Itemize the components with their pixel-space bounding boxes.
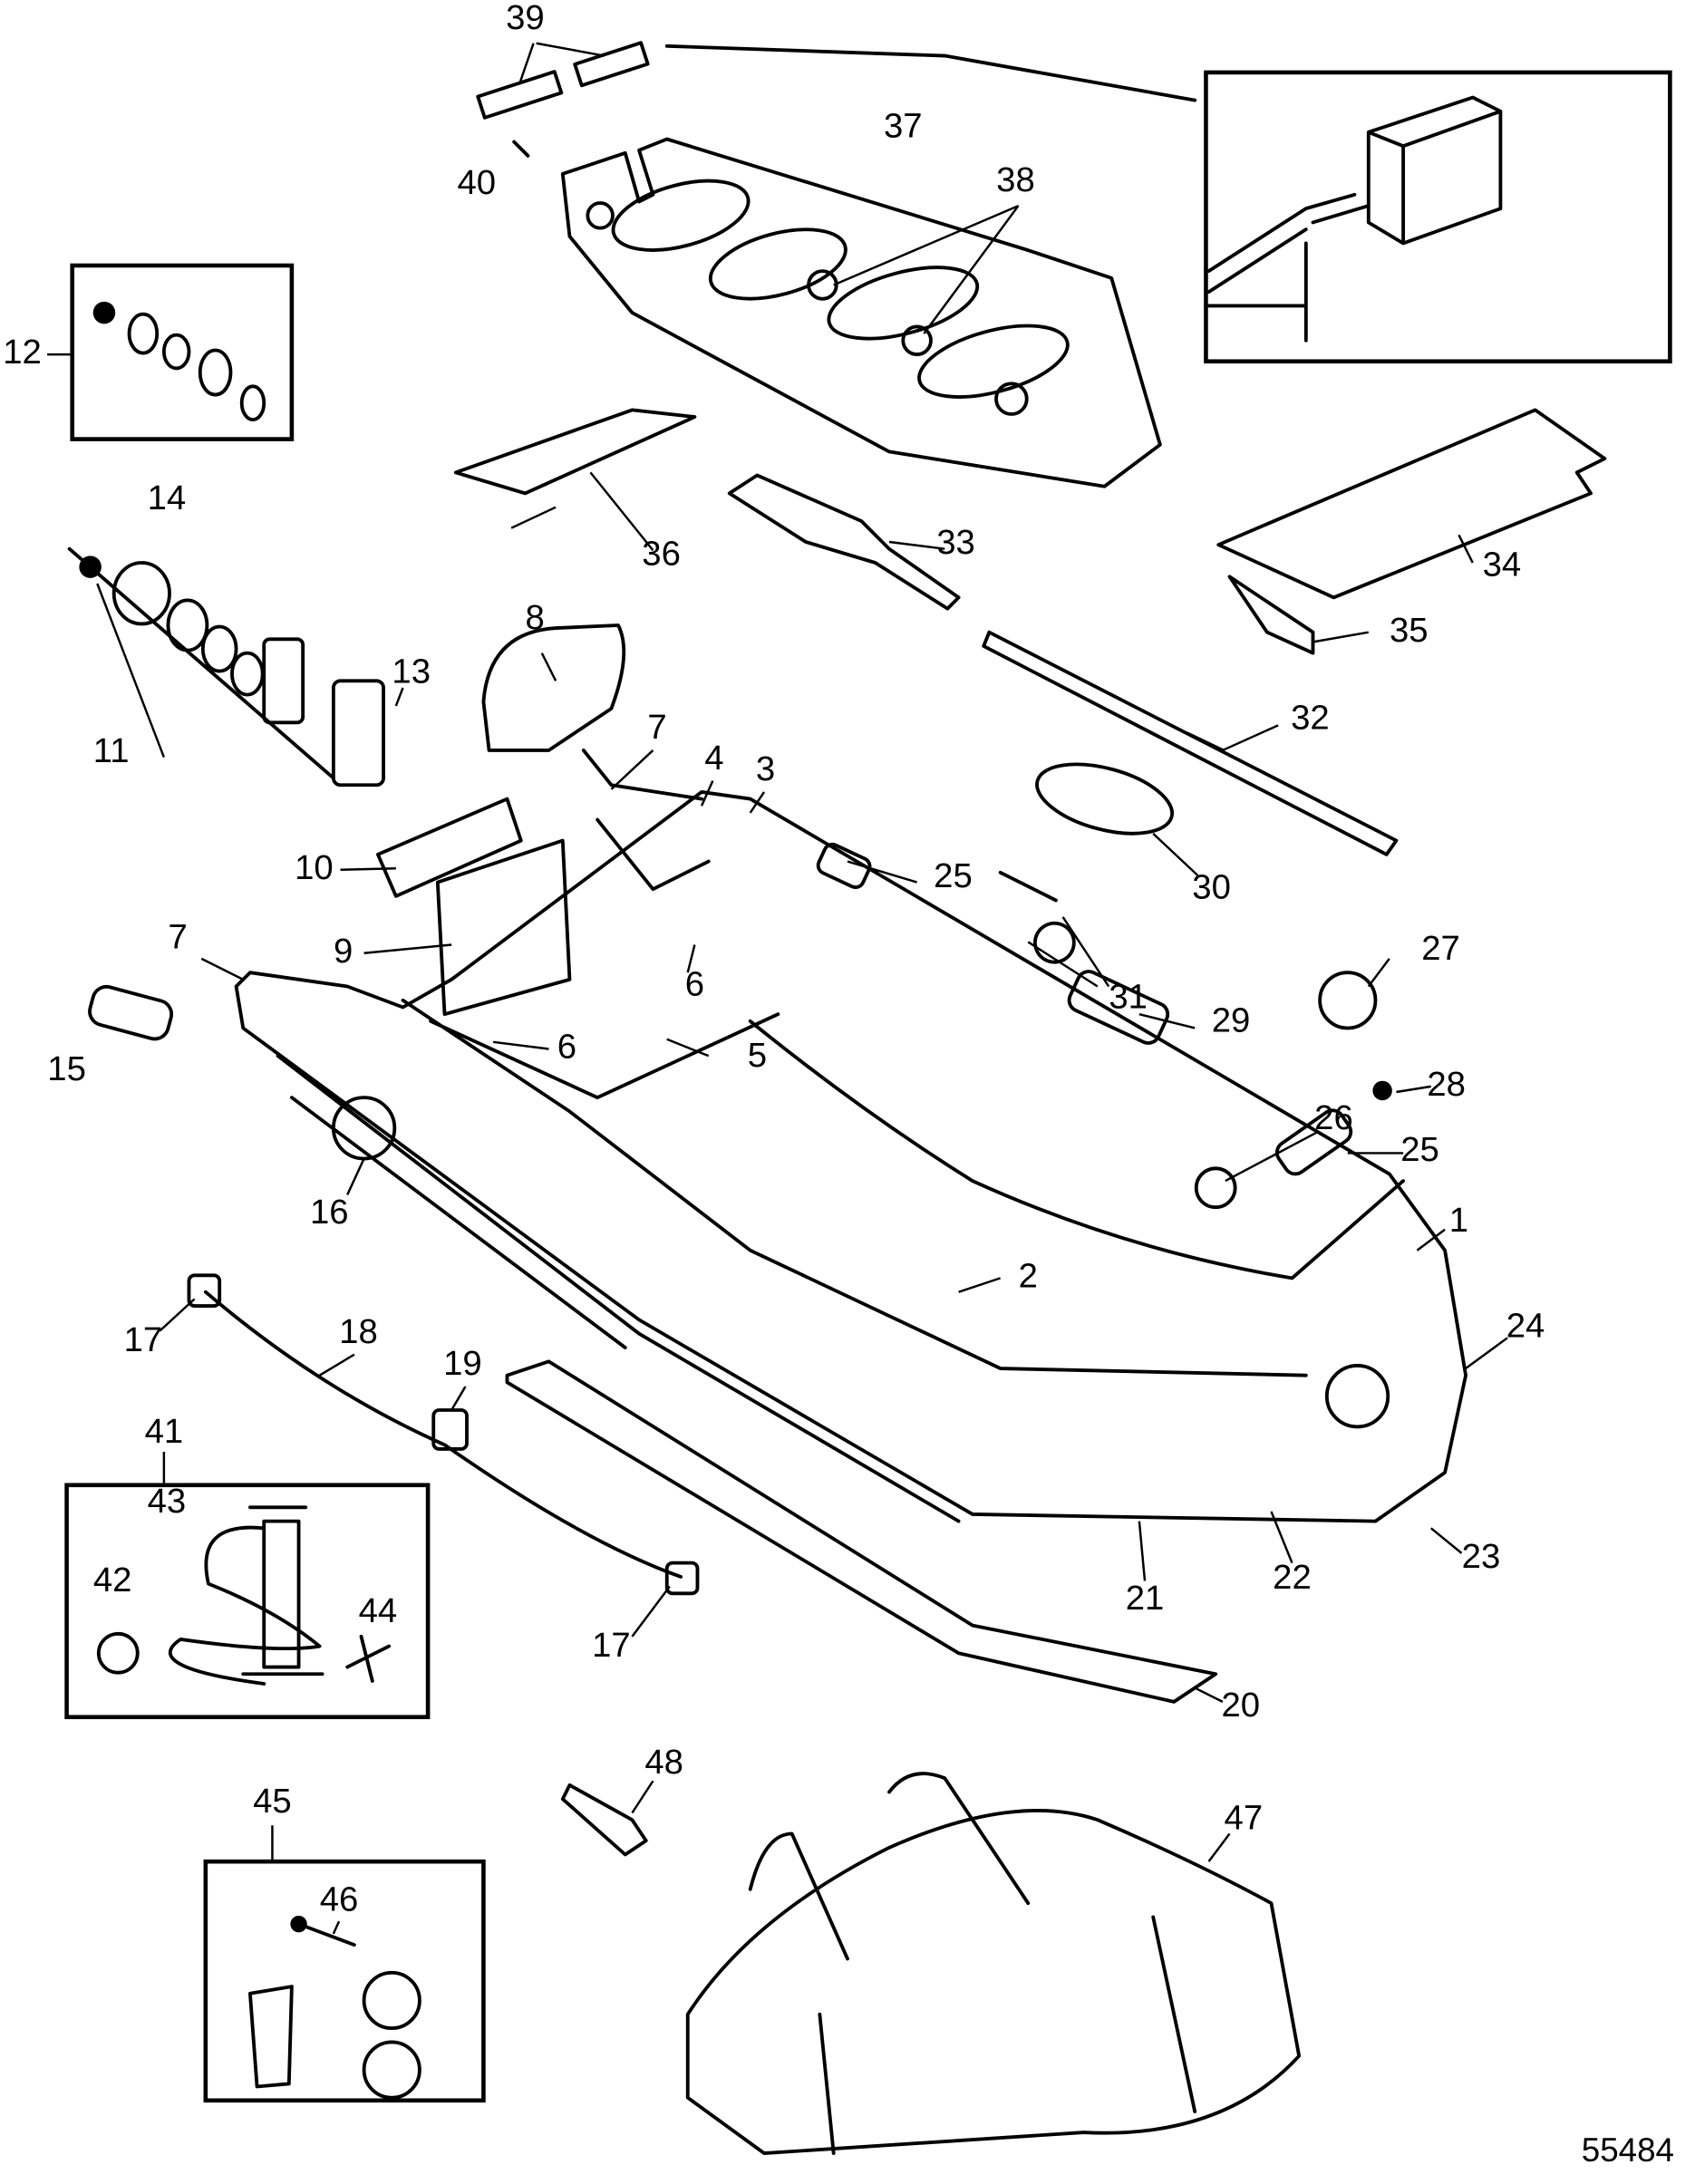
- callout-40: 40: [457, 163, 496, 202]
- callout-2: 2: [1019, 1257, 1038, 1296]
- callout-27: 27: [1421, 929, 1460, 968]
- callout-34: 34: [1483, 546, 1522, 585]
- callout-31: 31: [1109, 977, 1148, 1016]
- callout-8: 8: [525, 598, 544, 637]
- callout-29: 29: [1212, 1000, 1251, 1039]
- callout-12: 12: [3, 333, 42, 372]
- callout-45: 45: [253, 1782, 292, 1821]
- callout-15: 15: [47, 1049, 86, 1088]
- callout-14: 14: [148, 478, 187, 517]
- callout-4: 4: [704, 739, 723, 778]
- callout-38: 38: [996, 160, 1035, 199]
- inset-box-repair-kit: [203, 1859, 486, 2103]
- callout-3: 3: [756, 749, 775, 788]
- callout-13: 13: [392, 652, 431, 691]
- callout-19: 19: [443, 1344, 482, 1383]
- callout-6: 6: [557, 1028, 576, 1067]
- callout-35: 35: [1390, 611, 1429, 650]
- callout-48: 48: [644, 1743, 683, 1782]
- callout-46: 46: [320, 1880, 359, 1919]
- callout-6: 6: [685, 965, 704, 1004]
- callout-44: 44: [359, 1591, 398, 1630]
- callout-25: 25: [934, 856, 973, 895]
- callout-7: 7: [647, 708, 666, 747]
- callout-1: 1: [1449, 1201, 1468, 1240]
- callout-9: 9: [334, 932, 353, 971]
- callout-20: 20: [1221, 1686, 1260, 1725]
- callout-43: 43: [148, 1482, 187, 1521]
- callout-30: 30: [1192, 867, 1231, 906]
- inset-box-seals: [70, 263, 295, 441]
- callout-7: 7: [169, 918, 188, 957]
- callout-41: 41: [145, 1412, 184, 1451]
- callout-5: 5: [748, 1036, 767, 1075]
- callout-36: 36: [642, 534, 681, 573]
- callout-33: 33: [936, 523, 975, 562]
- callout-42: 42: [93, 1561, 132, 1599]
- inset-box-hinge: [1204, 70, 1672, 364]
- callout-24: 24: [1506, 1307, 1545, 1346]
- callout-10: 10: [295, 848, 334, 887]
- callout-23: 23: [1462, 1537, 1501, 1576]
- callout-47: 47: [1225, 1798, 1264, 1837]
- callout-39: 39: [506, 0, 545, 37]
- callout-17: 17: [592, 1626, 631, 1665]
- callout-22: 22: [1273, 1558, 1312, 1597]
- callout-16: 16: [310, 1193, 349, 1232]
- callout-25: 25: [1400, 1130, 1439, 1169]
- callout-37: 37: [884, 106, 923, 145]
- callout-26: 26: [1314, 1098, 1353, 1137]
- callout-11: 11: [93, 731, 130, 770]
- callout-18: 18: [339, 1312, 378, 1351]
- figure-number: 55484: [1582, 2131, 1674, 2169]
- callout-32: 32: [1291, 698, 1330, 737]
- line-art: [47, 41, 1672, 2155]
- callout-28: 28: [1427, 1065, 1466, 1104]
- callout-21: 21: [1126, 1579, 1165, 1618]
- inset-box-pump: [64, 1483, 431, 1720]
- callout-17: 17: [124, 1320, 163, 1359]
